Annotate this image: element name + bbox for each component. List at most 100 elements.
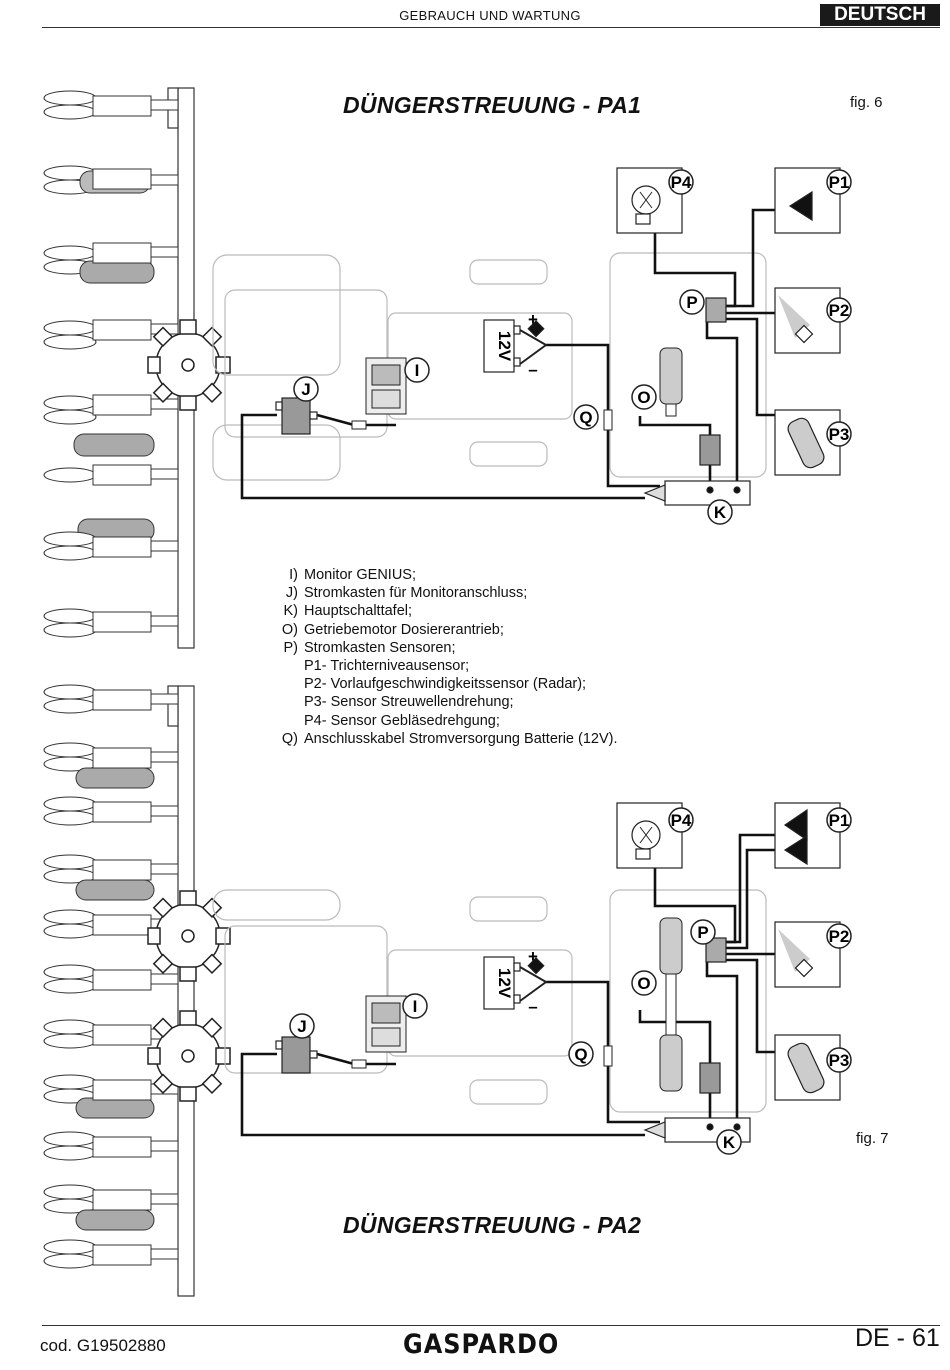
figure2-diagram: P4 P1 P2 P3 P O K 12V [43,684,852,1297]
footer-code: cod. G19502880 [40,1336,166,1355]
junction-box-p [705,937,727,963]
header-rule [42,27,940,28]
figure1-label: fig. 6 [850,94,883,111]
junction-box-j [275,1036,318,1074]
header-title: GEBRAUCH UND WARTUNG [399,8,581,23]
legend-item: O)Getriebemotor Dosiererantrieb; [281,621,504,638]
legend-subitem: P1- Trichterniveausensor; [304,658,470,675]
label-j: J [301,380,310,399]
label-p: P [697,923,708,942]
label-o: O [637,974,650,993]
legend-item: K)Hauptschalttafel; [283,603,413,620]
label-circle-i [404,357,430,383]
label-j: J [297,1017,306,1036]
figure2-title: DÜNGERSTREUUNG - PA2 [343,1212,642,1238]
label-p2: P2 [829,927,850,946]
main-panel-k [643,480,751,506]
label-k: K [714,503,727,522]
label-p1: P1 [829,811,850,830]
motor-controller [699,434,721,466]
battery-voltage: 12V [495,968,514,999]
monitor-connector [351,1059,367,1069]
battery-plus: + [528,310,538,329]
connector-q [603,409,613,431]
footer-rule [42,1325,940,1326]
label-circle-i [402,993,428,1019]
wiring [240,208,775,500]
label-circle-p2 [826,923,852,949]
label-p3: P3 [829,1051,850,1070]
motor-controller [699,1062,721,1094]
legend-subitem: P2- Vorlaufgeschwindigkeitssensor (Radar… [304,676,587,693]
label-q: Q [579,408,592,427]
junction-box-p [705,297,727,323]
battery-voltage: 12V [495,331,514,362]
legend-item: Q)Anschlusskabel Stromversorgung Batteri… [281,730,618,747]
label-circle-p3 [826,1047,852,1073]
label-p1: P1 [829,173,850,192]
legend-item: J)Stromkasten für Monitoranschluss; [285,585,528,602]
seed-units [43,684,179,1269]
label-circle-j [293,376,319,402]
machine-frame [167,685,195,1297]
legend-item: I)Monitor GENIUS; [289,567,416,583]
label-p3: P3 [829,425,850,444]
label-circle-p1 [826,807,852,833]
battery [483,956,548,1010]
label-circle-p3 [826,421,852,447]
figure1-title: DÜNGERSTREUUNG - PA1 [343,92,642,118]
label-o: O [637,388,650,407]
battery [483,319,548,373]
label-q: Q [574,1045,587,1064]
label-circle-p4 [668,169,694,195]
fan-wheel-lower [147,1010,231,1102]
battery-minus: – [528,997,537,1016]
legend-item: P)Stromkasten Sensoren; [283,639,456,656]
legend: I)Monitor GENIUS; J)Stromkasten für Moni… [268,566,618,748]
label-circle-p [690,919,716,945]
legend-subitem: P4- Sensor Gebläsedrehgung; [304,712,500,729]
label-circle-k [707,499,733,525]
brand-logo: GASPARDO [403,1328,560,1360]
label-circle-p4 [668,807,694,833]
monitor-connector [351,420,367,430]
label-p2: P2 [829,301,850,320]
label-k: K [723,1133,736,1152]
label-circle-k [716,1129,742,1155]
wiring [240,833,775,1137]
label-p4: P4 [671,811,692,830]
main-panel-k [643,1117,751,1143]
junction-box-j [275,397,318,435]
seed-units [43,90,179,638]
fan-wheel-upper [147,890,231,982]
figure2-label: fig. 7 [856,1130,889,1147]
monitor-i [365,357,407,415]
label-i: I [413,997,418,1016]
sensor-p2 [774,921,841,988]
language-badge: DEUTSCH [820,4,940,26]
label-circle-p1 [826,169,852,195]
label-circle-q [568,1041,594,1067]
label-i: I [415,361,420,380]
fan-wheel [147,319,231,411]
label-circle-j [289,1013,315,1039]
label-p: P [686,293,697,312]
label-circle-o [631,384,657,410]
label-circle-p2 [826,297,852,323]
gearmotor-o [659,917,683,1092]
legend-subitem: P3- Sensor Streuwellendrehung; [304,694,514,711]
figure1-diagram: P4 P1 P2 P3 P O K 12V + – [43,87,852,649]
label-p4: P4 [671,173,692,192]
sensor-p3 [774,409,841,476]
tractor-outline [212,252,767,481]
label-circle-o [631,970,657,996]
sensor-p2 [774,287,841,354]
connector-q [603,1045,613,1067]
gearmotor-o [659,347,683,417]
battery-plus: + [528,947,538,966]
label-circle-q [573,404,599,430]
label-circle-p [679,289,705,315]
monitor-i [365,995,407,1053]
sensor-p3 [774,1034,841,1101]
battery-minus: – [528,360,537,379]
